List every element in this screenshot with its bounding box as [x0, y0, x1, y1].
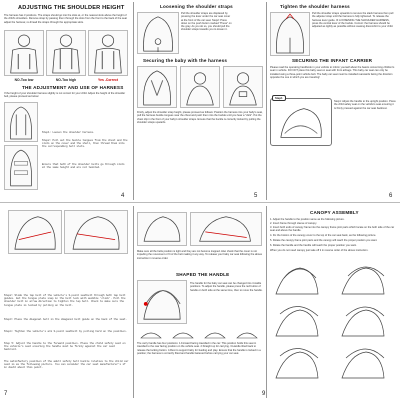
label-too-low: NO-Too low: [14, 78, 34, 82]
divider: [133, 206, 134, 398]
step-text: Step2: Slide the lap belt of the vehicle…: [4, 294, 126, 307]
step-text: Step4: Tighten the vehicle's arm 3-point…: [4, 330, 128, 333]
figure-belt-check-2: [190, 212, 262, 246]
section-title: Loosening the shoulder straps: [160, 4, 233, 9]
section-title: Securing the baby with the harness: [143, 58, 228, 63]
figure-harness-thread: [4, 145, 38, 190]
canopy-step: 2. Insert frame through sleeve of canopy…: [270, 222, 317, 225]
page-number: 7: [4, 391, 8, 397]
section-title: THE ADJUSTMENT AND USE OF HARNESS: [22, 85, 124, 90]
step1-label: Step1: [272, 95, 286, 101]
step-text: Ensure that both of the shoulder belts g…: [42, 163, 125, 170]
canopy-step: 4. Fix the bottom of the canopy cover to…: [270, 234, 377, 237]
note-text: The satisfactory position of the adult s…: [4, 360, 129, 370]
figure-secure-3: [223, 66, 263, 108]
canopy-step: 1. Adjust the handle to the position sam…: [270, 218, 345, 221]
page-number: 9: [262, 391, 266, 397]
step1-text: Step1: Adjust the handle to the upright …: [334, 100, 396, 110]
figure-loosen-straps: [137, 12, 179, 54]
section-text: Make sure all the belts position is tigh…: [137, 250, 263, 260]
section-title: CANOPY ASSEMBLY: [310, 210, 359, 215]
step1-callout: [270, 98, 332, 146]
figure-handle: [137, 280, 187, 324]
figure-too-high: [46, 30, 86, 76]
divider: [0, 202, 400, 203]
figure-belt-check: [137, 212, 187, 246]
canopy-step: 3. Insert both ends of canopy frame into…: [270, 226, 395, 233]
page-number: 5: [254, 193, 258, 199]
divider: [133, 2, 134, 200]
step-text: Step2: Pull out the buckle tongues from …: [42, 139, 128, 149]
canopy-step: 6. Rotate the handle and the handle will…: [270, 244, 357, 247]
figure-correct: [88, 30, 128, 76]
section-text: Firstly, adjust the shoulder strap heigh…: [137, 111, 263, 124]
section-title: Tighten the shoulder harness: [280, 4, 350, 9]
figure-canopy-grid: [270, 258, 396, 388]
canopy-step: 5. Rotate the canopy frame joint parts a…: [270, 239, 378, 242]
figure-harness-loosen: [4, 102, 38, 142]
section-title: SHAPED THE HANDLE: [176, 272, 230, 277]
figure-secure-2: [180, 66, 220, 108]
divider: [266, 2, 267, 200]
step-text: Step3: Place the diagonal belt in the di…: [4, 318, 128, 321]
figure-secure-1: [137, 66, 177, 108]
section-text: The handle for the baby car seat can be …: [190, 282, 263, 292]
section-intro: If the height of your shoulder harness s…: [4, 92, 126, 99]
figure-too-low: [4, 30, 44, 76]
page-number: 6: [389, 193, 393, 199]
canopy-step: When you do not need canopy just take of…: [270, 249, 369, 252]
label-too-high: NO-Too high: [55, 78, 77, 82]
page-title: ADJUSTING THE SHOULDER HEIGHT: [18, 5, 125, 11]
step-text: Step1: Loosen the shoulder harness.: [42, 131, 95, 134]
section-title: SECURING THE INFANT CARRIER: [292, 58, 373, 63]
figure-install-2: [64, 210, 128, 254]
section-text: Please read the operating handbook in yo…: [270, 66, 395, 79]
step-text: Step 5: Adjust the handle to the forward…: [4, 342, 126, 352]
section-text: Pull the shoulder straps upwards to remo…: [312, 12, 394, 29]
divider: [266, 206, 267, 398]
section-text: Pull the shoulder straps are displaced b…: [181, 12, 232, 32]
intro-text: The harness has 3 positions. The straps …: [4, 14, 127, 24]
label-correct: Yes -Correct: [98, 78, 118, 82]
handle-positions-text: The carry handle has four positions: 1.F…: [137, 342, 261, 355]
figure-tighten-harness: [270, 12, 310, 56]
figure-install-1: [8, 210, 62, 254]
page-number: 4: [121, 193, 125, 199]
figure-handle-positions: [137, 326, 263, 340]
